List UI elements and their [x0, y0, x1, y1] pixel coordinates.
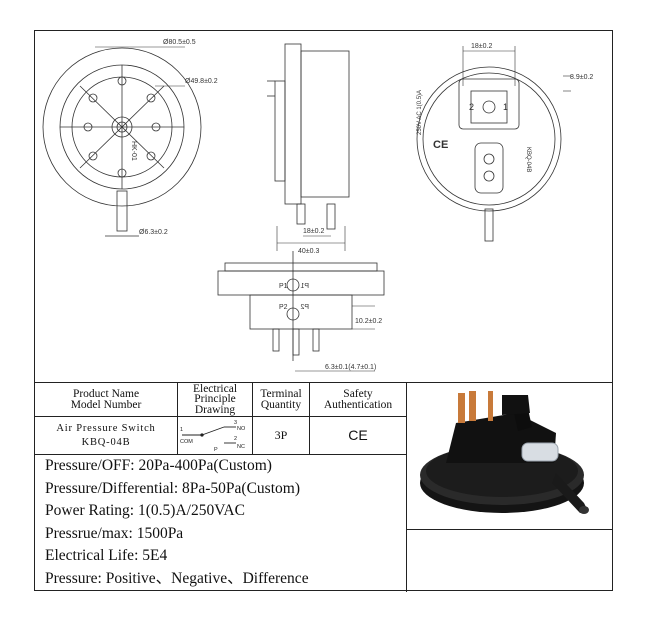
back-label-left: 250V AC 1(0.5)A [417, 90, 423, 135]
side-view [267, 43, 350, 251]
header-electrical-drawing: Electrical Principle Drawing [192, 382, 238, 416]
electrical-schematic: 1 COM 3 NO 2 NC P [180, 420, 246, 453]
dim-nozzle-diameter: Ø6.3±0.2 [139, 229, 168, 236]
specifications-list: Pressure/OFF: 20Pa-400Pa(Custom) Pressur… [45, 455, 309, 590]
dim-back-right: 8.9±0.2 [570, 74, 593, 81]
grid-line [35, 454, 406, 455]
schematic-com: COM [180, 439, 193, 445]
front-marking: HK-01 [130, 141, 137, 161]
header-terminal-quantity: Terminal Quantity [260, 387, 302, 411]
dim-top-height: 10.2±0.2 [355, 318, 382, 325]
front-view [42, 46, 202, 237]
port-p1-label: P1 [279, 283, 288, 290]
product-model-cell: Air Pressure Switch KBQ-04B [35, 417, 177, 454]
dim-outer-diameter: Ø80.5±0.5 [163, 39, 196, 46]
schematic-n1: 1 [180, 427, 183, 433]
model-number: KBQ-04B [81, 436, 131, 448]
dim-back-top: 18±0.2 [471, 43, 492, 50]
grid-line [309, 382, 310, 454]
grid-line [35, 416, 406, 417]
header-product-model: Product Name Model Number [70, 387, 142, 411]
technical-drawing: Ø80.5±0.5 Ø49.8±0.2 Ø6.3±0.2 HK-01 18±0.… [42, 39, 593, 372]
dim-inner-diameter: Ø49.8±0.2 [185, 78, 218, 85]
safety-value: CE [348, 427, 368, 443]
dim-side-nozzle: 18±0.2 [303, 228, 324, 235]
spec-pressure-type: Pressure: Positive、Negative、Difference [45, 569, 309, 587]
schematic-n2: 2 [234, 436, 237, 442]
product-name: Air Pressure Switch [56, 422, 156, 434]
spec-power-rating: Power Rating: 1(0.5)A/250VAC [45, 502, 245, 519]
header-safety-authentication: Safety Authentication [323, 387, 393, 411]
product-spec-sheet: Ø80.5±0.5 Ø49.8±0.2 Ø6.3±0.2 HK-01 18±0.… [34, 30, 613, 592]
back-view [416, 46, 571, 242]
spec-pressure-off: Pressure/OFF: 20Pa-400Pa(Custom) [45, 457, 272, 474]
grid-line [177, 382, 178, 454]
grid-line [35, 382, 612, 383]
ce-mark: CE [433, 139, 448, 151]
spec-pressure-differential: Pressure/Differential: 8Pa-50Pa(Custom) [45, 479, 300, 497]
port-p2-label: P2 [279, 304, 288, 311]
schematic-n3: 3 [234, 420, 237, 426]
dim-top-pin: 6.3±0.1(4.7±0.1) [325, 364, 376, 371]
back-label-right: KBQ-04B [525, 147, 531, 172]
terminal-1-label: 1 [503, 102, 508, 112]
port-p2-mirror-label: P2 [300, 304, 309, 311]
spec-electrical-life: Electrical Life: 5E4 [45, 547, 168, 564]
top-view [217, 251, 385, 372]
grid-line [252, 382, 253, 454]
grid-line [406, 529, 612, 530]
grid-line [406, 382, 407, 592]
product-photo [420, 391, 589, 514]
schematic-p: P [214, 447, 218, 453]
terminal-2-label: 2 [469, 102, 474, 112]
dim-side-width: 40±0.3 [298, 248, 319, 255]
port-p1-mirror-label: P1 [300, 283, 309, 290]
spec-pressure-max: Pressrue/max: 1500Pa [45, 524, 184, 542]
schematic-no: NO [237, 426, 246, 432]
terminal-quantity-value: 3P [274, 428, 288, 442]
schematic-nc: NC [237, 444, 245, 450]
